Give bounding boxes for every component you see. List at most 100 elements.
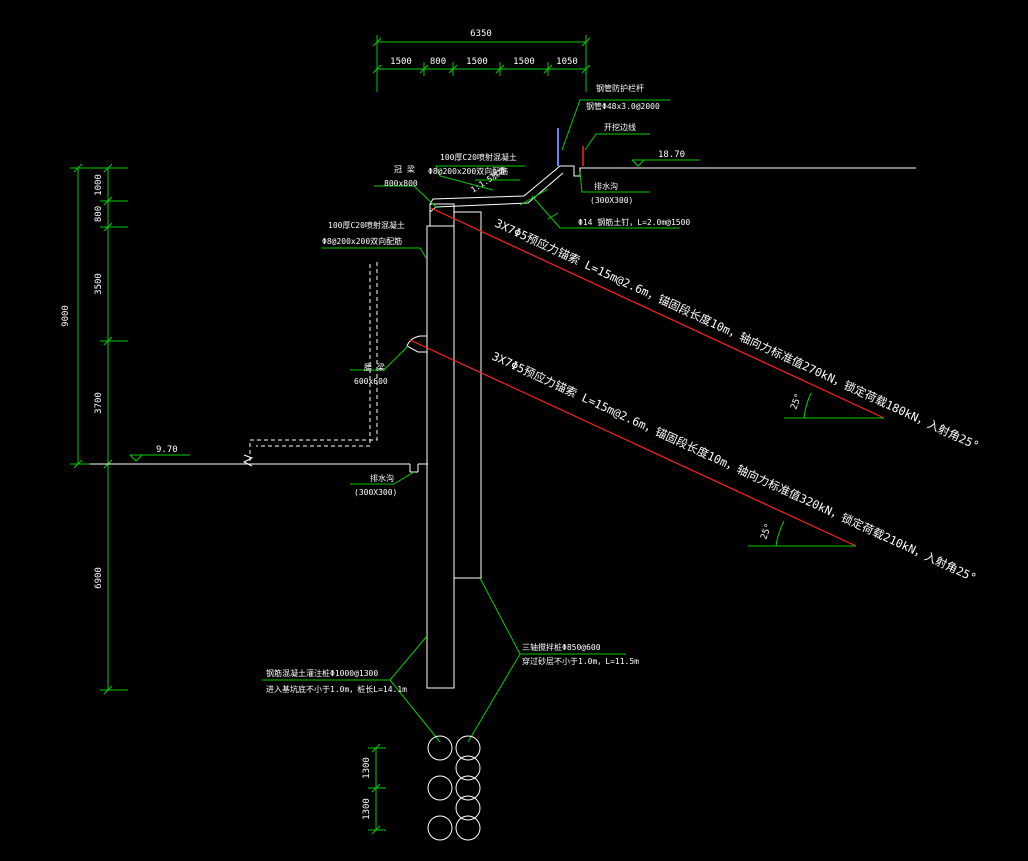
dim-tick	[581, 64, 591, 74]
elevation-top-symbol	[631, 159, 645, 167]
bored-pile-circle	[427, 775, 453, 801]
dim-tick	[103, 685, 113, 695]
dim-tick	[419, 64, 429, 74]
left-dim-seg-1: 1000	[94, 174, 104, 196]
anchor-cable-1	[430, 207, 885, 419]
railing-group	[557, 128, 584, 166]
dim-tick	[103, 196, 113, 206]
left-dim-seg-4: 3700	[94, 392, 104, 414]
crown-beam-label: 冠 梁	[394, 165, 415, 174]
bottom-gutter-leader	[350, 471, 415, 485]
anchor-cables	[409, 207, 885, 547]
dim-tick	[73, 459, 83, 469]
elevation-bottom-symbol	[129, 454, 143, 462]
mixing-pile-circle	[455, 755, 481, 781]
cutoff-leader-down	[467, 653, 521, 743]
pile-spacing-dims	[368, 743, 386, 835]
top-dim-seg-4: 1500	[513, 57, 535, 67]
pile-spacing-text-1: 1300	[362, 757, 372, 779]
top-total-dim-text: 6350	[470, 29, 492, 39]
soil-nail-bar	[519, 188, 549, 206]
dim-tick	[103, 163, 113, 173]
angle-2-arc	[775, 520, 785, 547]
dim-tick	[581, 37, 591, 47]
dim-tick	[495, 64, 505, 74]
cutoff-spec-label-1: 三轴搅拌桩Φ850@600	[522, 642, 601, 652]
cutoff-spec-label-2: 穿过砂层不小于1.0m，L=11.5m	[522, 656, 639, 666]
anchor-2-label: 3X7Φ5预应力锚索 L=15m@2.6m，锚固段长度10m，轴向力标准值320…	[490, 349, 979, 585]
waist-beam-size-label: 600x600	[354, 377, 388, 386]
left-total-dim-text: 9000	[61, 305, 71, 327]
elevation-top-text: 18.70	[658, 150, 685, 160]
waist-beam	[406, 335, 428, 353]
embedment-dim-text: 6900	[94, 567, 104, 589]
excavation-line-label: 开挖边线	[604, 122, 636, 132]
dim-tick	[103, 222, 113, 232]
pile-spec-label-2: 进入基坑底不小于1.0m，桩长L=14.1m	[266, 684, 407, 694]
shotcrete-outline	[249, 262, 378, 462]
dim-tick	[448, 64, 458, 74]
anchor-1-label: 3X7Φ5预应力锚索 L=15m@2.6m，锚固段长度10m，轴向力标准值270…	[493, 216, 981, 453]
top-dim-seg-3: 1500	[466, 57, 488, 67]
slope-surface	[429, 165, 586, 205]
dim-tick	[371, 825, 381, 835]
dim-tick	[372, 37, 382, 47]
top-gutter-leader	[579, 171, 650, 193]
excavation-line-leader	[584, 133, 650, 151]
mixing-pile-circle	[455, 735, 481, 761]
railing-leader	[561, 99, 670, 151]
soil-nail-label: Φ14 钢筋土钉，L=2.0m@1500	[578, 217, 690, 227]
railing-spec-label: 钢管Φ48x3.0@2000	[586, 101, 660, 111]
top-shotcrete-label-1: 100厚C20喷射混凝土	[440, 152, 517, 162]
top-dim-seg-2: 800	[430, 57, 446, 67]
bottom-gutter-size-label: (300X300)	[354, 488, 397, 497]
top-dimension-group	[372, 35, 591, 92]
pile-spacing-text-2: 1300	[362, 798, 372, 820]
top-dim-seg-1: 1500	[390, 57, 412, 67]
left-dim-seg-3: 3500	[94, 273, 104, 295]
dim-tick	[73, 163, 83, 173]
bored-pile	[426, 225, 455, 689]
dim-tick	[543, 64, 553, 74]
angle-2-text: 25°	[759, 522, 774, 541]
top-gutter-label: 排水沟	[594, 181, 618, 191]
dashed-outline-inner	[256, 264, 371, 447]
break-line-symbol	[242, 454, 254, 467]
top-dim-seg-5: 1050	[556, 57, 578, 67]
dashed-outline-outer	[249, 262, 378, 462]
left-dimension-group	[70, 163, 128, 695]
cutoff-wall	[453, 211, 482, 579]
pile-spec-label-1: 钢筋混凝土灌注桩Φ1000@1300	[266, 668, 378, 678]
left-dim-seg-2: 800	[94, 206, 104, 222]
top-gutter-size-label: (300X300)	[590, 196, 633, 205]
leader-lines	[262, 99, 680, 743]
bored-pile-circle	[427, 735, 453, 761]
dim-tick	[371, 783, 381, 793]
angle-1-arc	[803, 392, 812, 419]
elevation-bottom-text: 9.70	[156, 445, 178, 455]
soil-nail-bar	[547, 212, 559, 220]
retaining-structure	[406, 211, 482, 689]
angle-1-text: 25°	[789, 392, 804, 411]
top-shotcrete-label-2: Φ8@200x200双向配筋	[428, 166, 508, 176]
wall-shotcrete-label-1: 100厚C20喷射混凝土	[328, 220, 405, 230]
railing-label: 钢管防护栏杆	[596, 83, 644, 93]
elevation-marks	[129, 159, 700, 462]
pile-plan	[427, 735, 481, 841]
crown-beam-leader	[374, 185, 438, 209]
bored-pile-circle	[427, 815, 453, 841]
bottom-gutter-label: 排水沟	[370, 473, 394, 483]
anchor-cable-2	[409, 339, 857, 547]
wall-shotcrete-leader	[322, 247, 427, 259]
ground-lines	[90, 167, 916, 473]
dim-tick	[371, 743, 381, 753]
mixing-pile-circle	[455, 775, 481, 801]
angle-markers	[748, 392, 884, 547]
mixing-pile-circle	[455, 795, 481, 821]
pile-leader-down	[389, 679, 441, 743]
mixing-pile-circle	[455, 815, 481, 841]
crown-beam	[429, 203, 455, 227]
dim-tick	[372, 64, 382, 74]
soil-nail-leader	[531, 195, 680, 229]
